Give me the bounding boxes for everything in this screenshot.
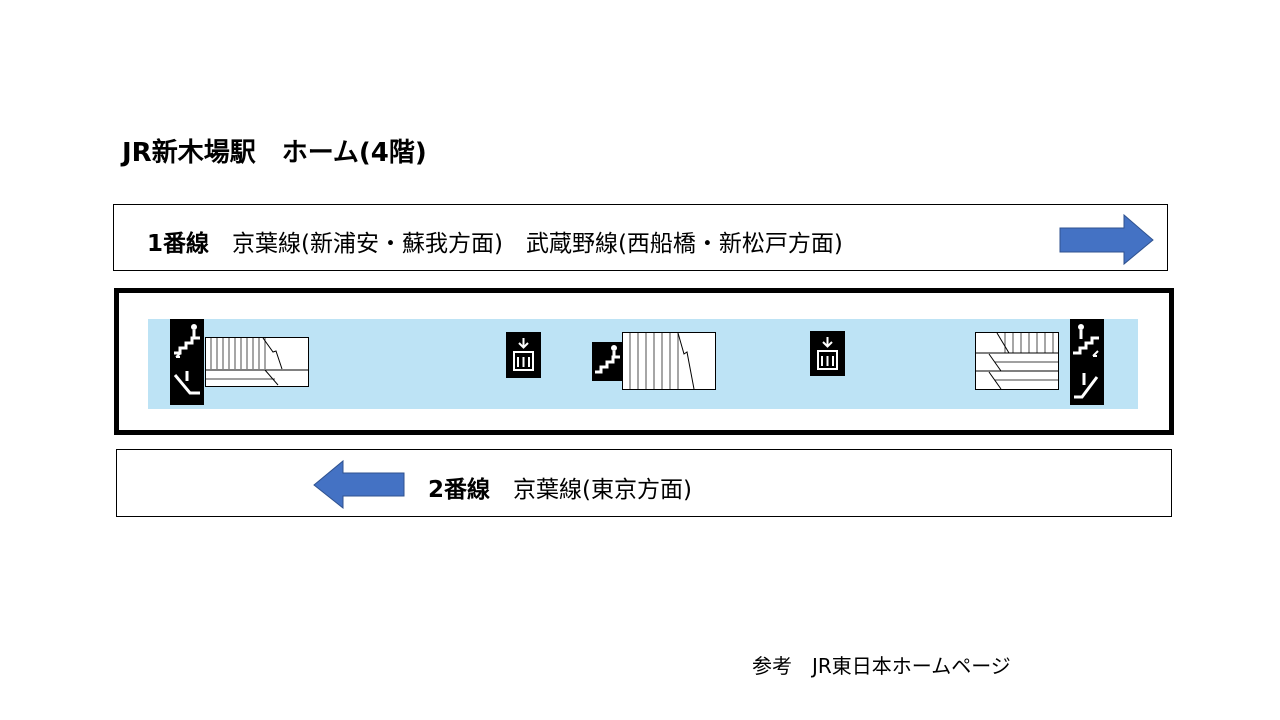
track-1-destinations: 京葉線(新浦安・蘇我方面) 武蔵野線(西船橋・新松戸方面) (232, 231, 843, 257)
elevator-icon (810, 331, 845, 376)
escalator-icon (1070, 363, 1104, 405)
track-2-destinations: 京葉線(東京方面) (513, 477, 692, 503)
stairs-icon (1070, 319, 1104, 363)
track-1-panel (113, 204, 1168, 271)
stairs-icon (592, 342, 622, 381)
platform-outline (114, 288, 1174, 435)
stairs-icon (170, 319, 204, 363)
track-2-number: 2番線 (428, 477, 491, 503)
arrow-left-icon (313, 459, 405, 510)
escalator-icon (170, 363, 204, 405)
track-1-number: 1番線 (147, 231, 210, 257)
stairs-diagram-right (975, 332, 1059, 390)
track-2-panel (116, 449, 1172, 517)
stairs-diagram-left (205, 337, 309, 387)
arrow-right-icon (1059, 213, 1154, 266)
page-title: JR新木場駅 ホーム(4階) (122, 138, 427, 168)
source-note: 参考 JR東日本ホームページ (752, 654, 1011, 678)
stairs-diagram-center (622, 332, 716, 390)
elevator-icon (506, 332, 541, 378)
track-2-label: 2番線 京葉線(東京方面) (428, 470, 692, 504)
track-1-label: 1番線 京葉線(新浦安・蘇我方面) 武蔵野線(西船橋・新松戸方面) (147, 224, 843, 258)
